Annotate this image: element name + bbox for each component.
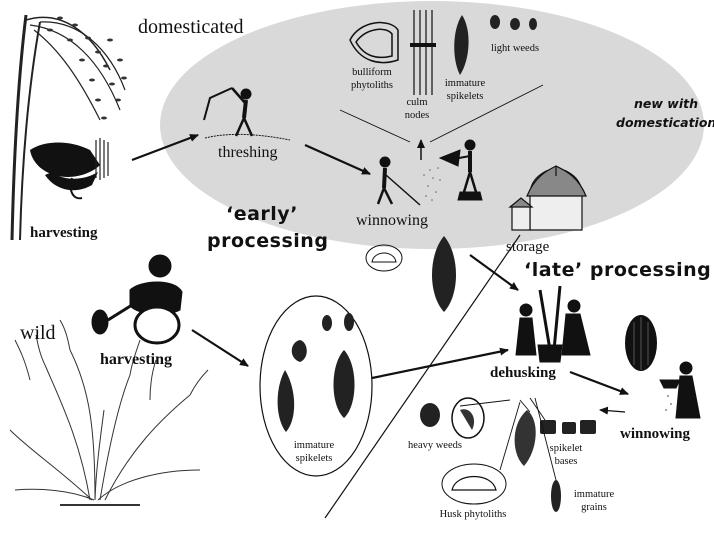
domesticated-label: domesticated (138, 16, 244, 38)
heavy-weeds-icon (420, 397, 485, 439)
husk-phytolith-icon (451, 476, 497, 491)
threshing-figure-icon (203, 87, 291, 141)
wild-label: wild (20, 322, 56, 344)
culm-nodes-icon (410, 10, 436, 95)
early-processing-label-1: ‘early’ (226, 203, 298, 225)
winnowing-late-figure-icon (659, 361, 701, 419)
husk-phytoliths-label: Husk phytoliths (439, 509, 507, 520)
early-phytolith-circle (365, 244, 403, 272)
husk-phytolith-circle (441, 463, 507, 505)
heavy-weeds-label: heavy weeds (408, 440, 462, 451)
immature-top-label-2: spikelets (446, 91, 484, 102)
winnowing-late-label: winnowing (620, 426, 691, 442)
wild-spikelets-circle (259, 295, 373, 477)
new-with-label-2: domestication (616, 115, 714, 130)
immature-top-label-1: immature (444, 78, 486, 89)
threshing-label: threshing (218, 144, 278, 161)
spikelet-bases-label-2: bases (554, 456, 578, 467)
byproduct-lines (339, 84, 544, 143)
early-processing-label-2: processing (207, 230, 329, 252)
harvesting-wild-label: harvesting (100, 351, 172, 368)
bulliform-phytolith-icon (349, 21, 399, 64)
immature-spikelet-icon (454, 15, 469, 75)
process-arrows (131, 133, 629, 396)
immature-grains-label-2: grains (581, 502, 607, 513)
dehusking-byproduct-lines (459, 397, 557, 481)
light-weeds-label: light weeds (490, 43, 540, 54)
harvesting-domesticated-label: harvesting (30, 225, 98, 241)
storage-granary-icon (508, 165, 587, 231)
culm-label-1: culm (406, 97, 428, 108)
wild-spikelets-icon (277, 313, 355, 432)
wild-immature-label-1: immature (293, 440, 335, 451)
late-processing-label: ‘late’ processing (524, 259, 712, 281)
winnowing-early-label: winnowing (356, 212, 428, 229)
harvesting-hands-icon (30, 138, 109, 200)
storage-label: storage (506, 239, 550, 255)
light-weeds-icon (490, 15, 537, 30)
spikelet-bases-icon (514, 410, 596, 466)
clean-grain-icon (625, 315, 657, 371)
wild-grass-icon (9, 319, 209, 506)
immature-grains-icon (551, 480, 561, 512)
winnowing-figures-icon (376, 139, 483, 206)
early-phytolith-icon (371, 252, 397, 263)
wild-immature-label-2: spikelets (295, 453, 333, 464)
dehusking-figures-icon (515, 285, 591, 363)
left-arrow-from-winnowing (599, 406, 626, 415)
wild-domesticated-divider (324, 234, 521, 519)
new-with-label-1: new with (634, 96, 698, 111)
immature-grains-label-1: immature (573, 489, 615, 500)
wild-harvesting-figure-icon (91, 254, 183, 345)
early-spikelet-icon (432, 236, 456, 312)
dehusking-label: dehusking (490, 365, 556, 381)
rice-panicle-icon (10, 14, 127, 241)
spikelet-bases-label-1: spikelet (549, 443, 583, 454)
bulliform-label-2: phytoliths (350, 80, 393, 91)
culm-label-2: nodes (404, 110, 430, 121)
bulliform-label-1: bulliform (352, 67, 392, 78)
